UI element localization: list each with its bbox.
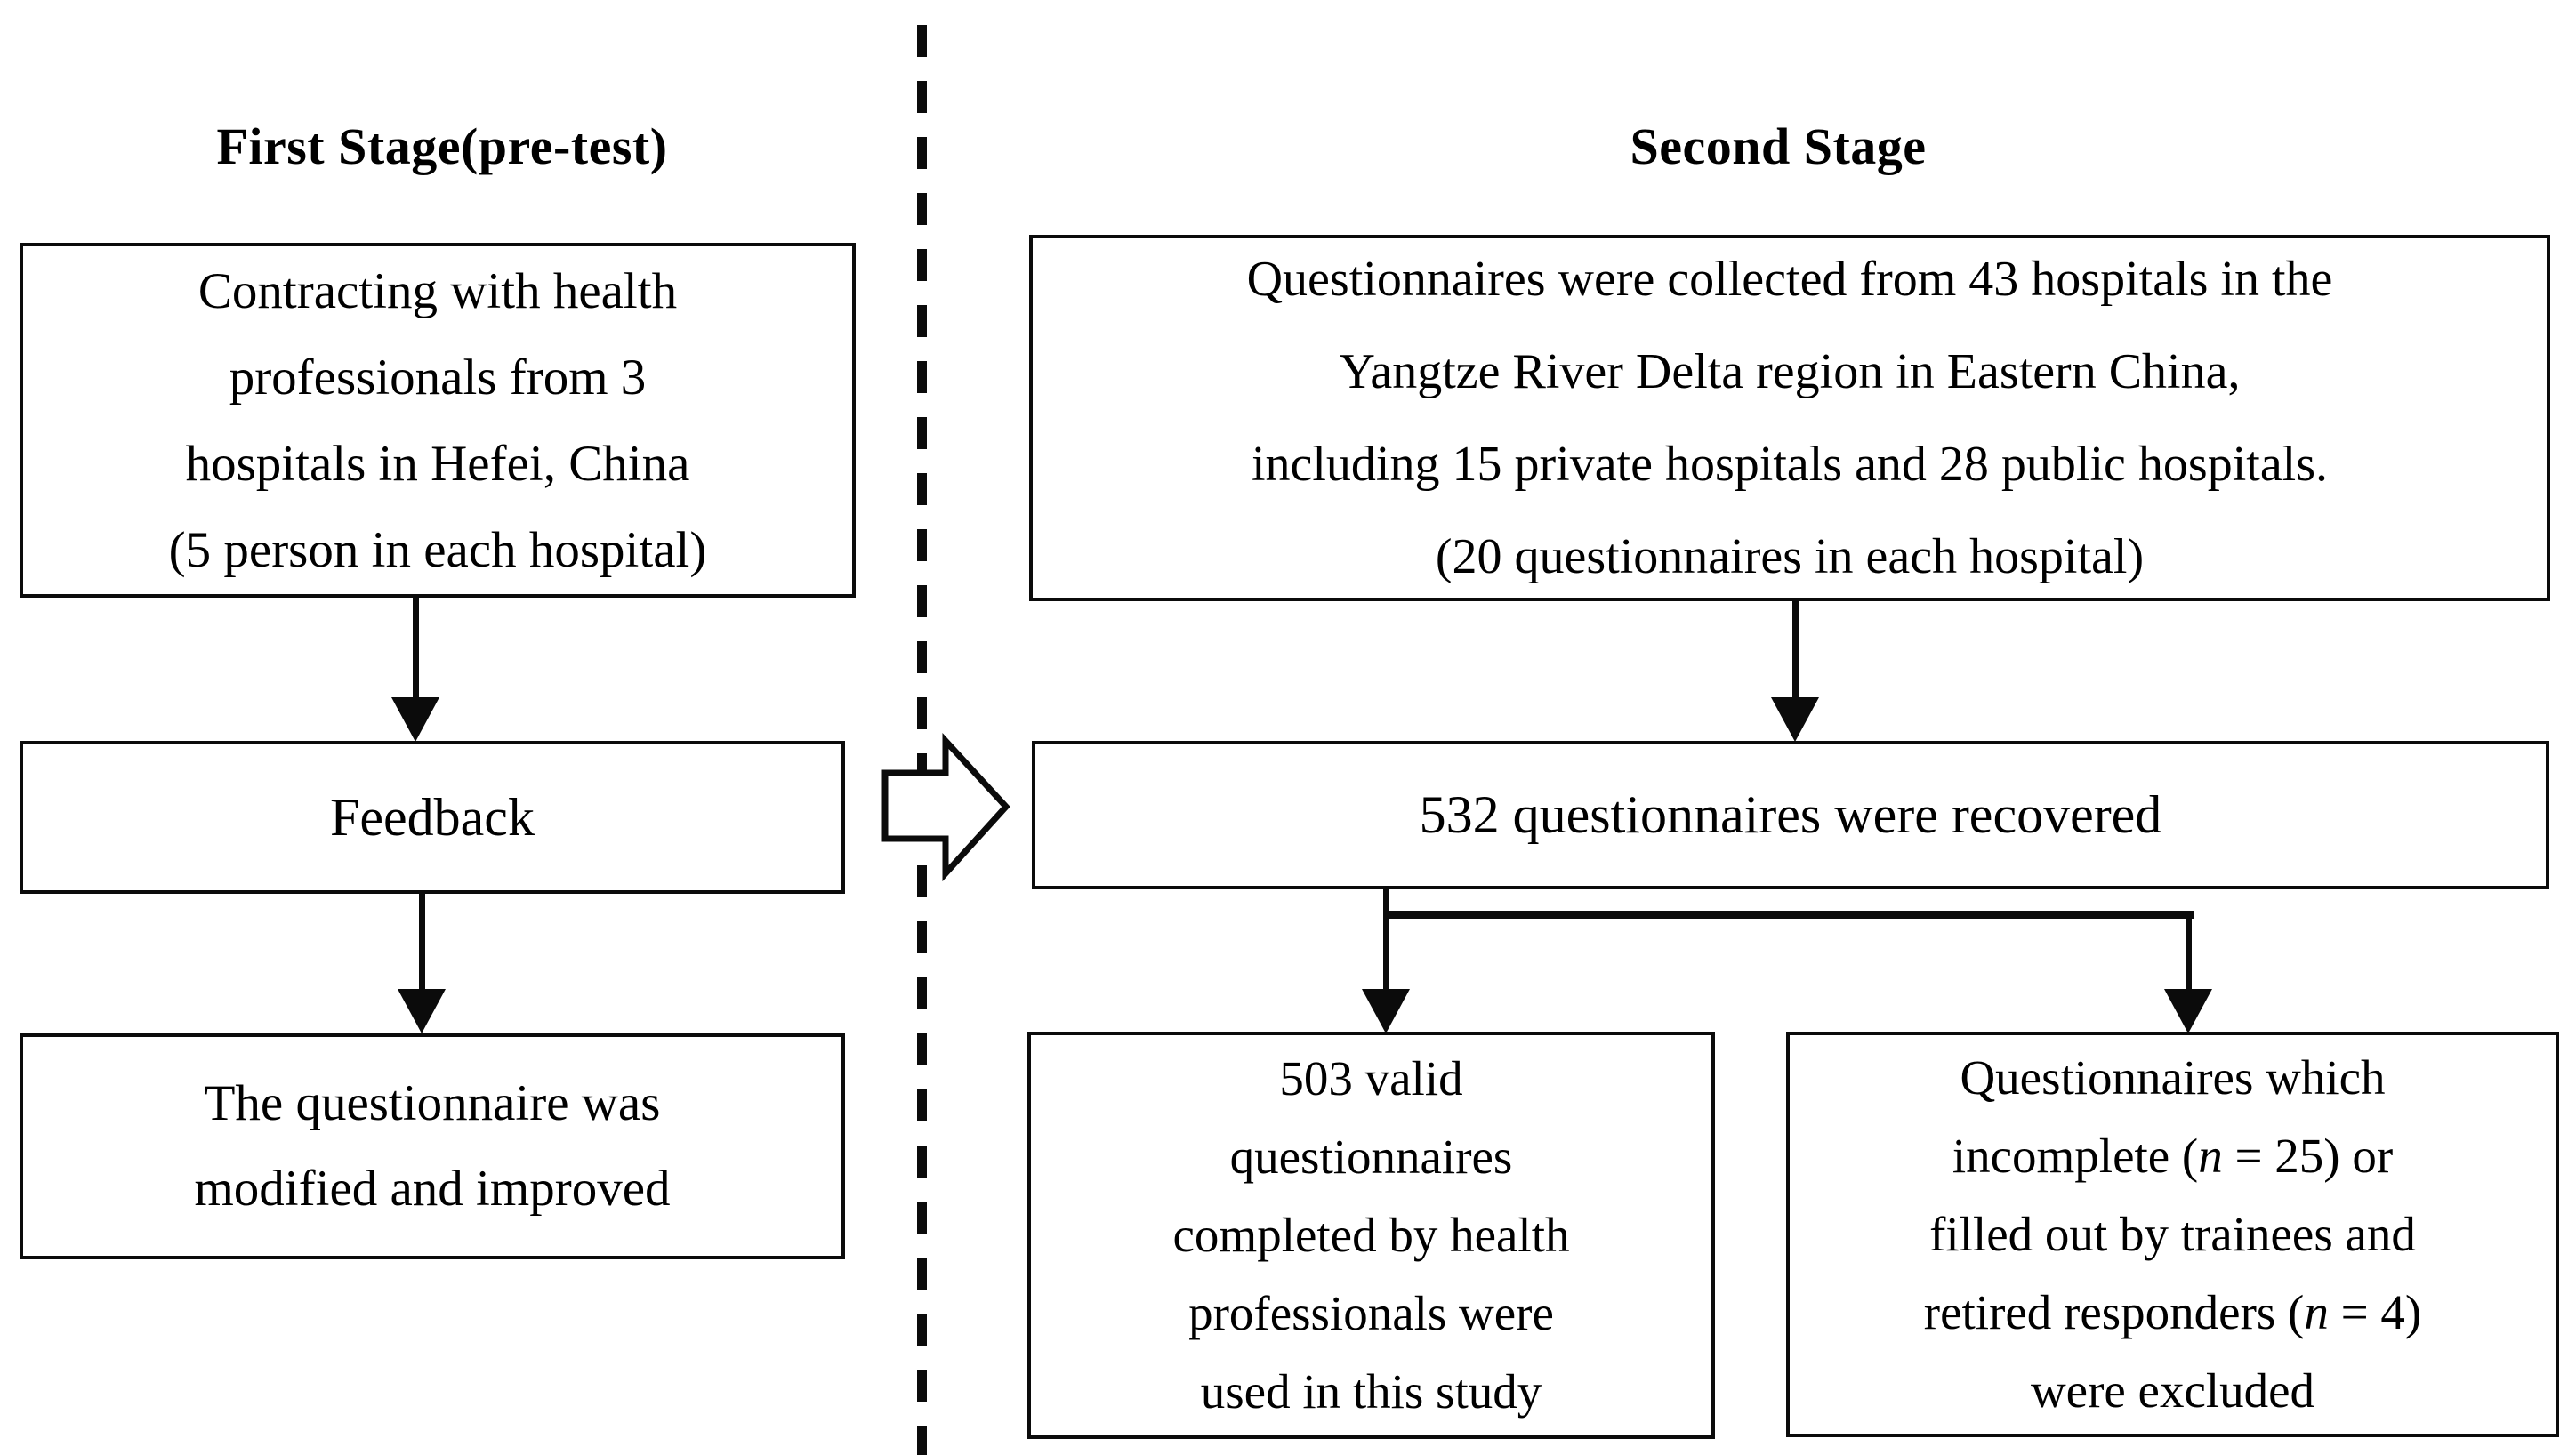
text-line: completed by health (1172, 1208, 1570, 1262)
text-line: Contracting with health (197, 262, 678, 319)
text-line: modified and improved (194, 1161, 671, 1217)
excluded-questionnaires-box: Questionnaires which incomplete (n = 25)… (1786, 1032, 2559, 1437)
down-arrow-icon (2164, 989, 2212, 1033)
n-variable: n (2198, 1129, 2223, 1183)
text-line: Feedback (330, 787, 535, 847)
text-line: retired responders (n = 4) (1790, 1274, 2556, 1352)
stage-divider-dashed-line (917, 25, 927, 1455)
down-arrow-icon (1362, 989, 1410, 1033)
text-line: Yangtze River Delta region in Eastern Ch… (1339, 344, 2241, 399)
questionnaires-collected-box: Questionnaires were collected from 43 ho… (1029, 235, 2550, 601)
text-line: Questionnaires which (1960, 1050, 2386, 1105)
second-stage-title: Second Stage (1630, 117, 1927, 175)
text-line: questionnaires (1229, 1129, 1513, 1184)
text-line: professionals were (1188, 1286, 1554, 1340)
contracting-box: Contracting with health professionals fr… (20, 243, 856, 598)
text-line: filled out by trainees and (1929, 1207, 2416, 1261)
text-line: 532 questionnaires were recovered (1419, 785, 2162, 844)
text-line: 503 valid (1279, 1051, 1463, 1105)
text-line: (5 person in each hospital) (168, 521, 707, 578)
n-variable: n (2304, 1285, 2329, 1339)
down-arrow-stem (419, 893, 425, 990)
down-arrow-stem (413, 597, 419, 698)
text-line: were excluded (2030, 1363, 2315, 1418)
down-arrow-stem (1792, 600, 1799, 698)
down-arrow-icon (398, 989, 446, 1033)
stage-transition-block-arrow-icon (881, 733, 1010, 882)
text-line: (20 questionnaires in each hospital) (1435, 529, 2145, 584)
down-arrow-icon (1771, 697, 1819, 742)
text-line: The questionnaire was (204, 1075, 661, 1131)
branch-horizontal-line (1383, 911, 2194, 919)
text-line: hospitals in Hefei, China (185, 435, 690, 492)
text-line: professionals from 3 (229, 349, 647, 406)
text-line: Questionnaires were collected from 43 ho… (1246, 252, 2333, 307)
feedback-box: Feedback (20, 741, 845, 894)
text-line: used in this study (1200, 1364, 1542, 1419)
text-segment: = 25) or (2222, 1129, 2394, 1183)
first-stage-title: First Stage(pre-test) (216, 117, 668, 175)
questionnaire-modified-box: The questionnaire was modified and impro… (20, 1033, 845, 1259)
branch-left-stem (1383, 888, 1389, 990)
text-segment: incomplete ( (1952, 1129, 2199, 1183)
branch-right-stem (2186, 911, 2192, 990)
questionnaires-recovered-box: 532 questionnaires were recovered (1032, 741, 2549, 889)
text-segment: = 4) (2328, 1285, 2422, 1339)
text-segment: retired responders ( (1923, 1285, 2305, 1339)
text-line: including 15 private hospitals and 28 pu… (1251, 437, 2329, 492)
text-line: incomplete (n = 25) or (1790, 1117, 2556, 1195)
valid-questionnaires-box: 503 valid questionnaires completed by he… (1027, 1032, 1715, 1439)
down-arrow-icon (391, 697, 439, 742)
